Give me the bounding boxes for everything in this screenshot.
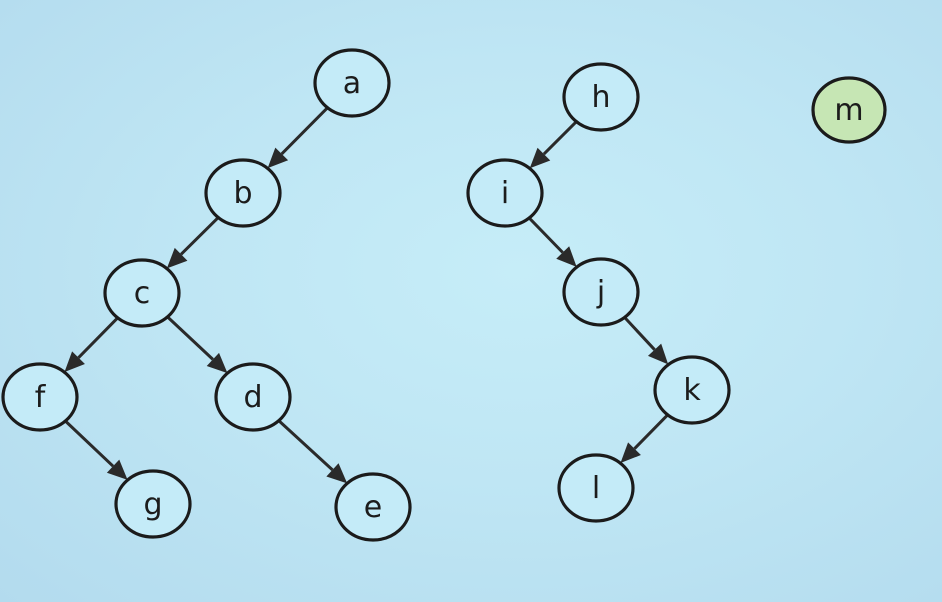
- node-label: f: [35, 380, 47, 415]
- node-circle: [562, 62, 640, 132]
- node-j: j: [562, 257, 640, 327]
- node-circle: [313, 48, 391, 118]
- node-circle: [811, 76, 887, 144]
- node-d: d: [214, 362, 292, 432]
- node-c: c: [103, 258, 181, 328]
- node-circle: [214, 362, 292, 432]
- node-circle: [103, 258, 181, 328]
- node-e: e: [334, 472, 412, 542]
- edge-f-g: [63, 419, 128, 480]
- edge-arrowhead: [166, 247, 188, 269]
- edge-arrowhead: [647, 343, 669, 365]
- node-label: k: [683, 373, 701, 408]
- edge-i-j: [527, 216, 577, 267]
- node-label: b: [233, 176, 252, 211]
- edge-c-d: [165, 315, 228, 374]
- edge-line: [180, 215, 220, 256]
- edges-layer: [63, 106, 670, 484]
- edge-k-l: [620, 413, 670, 463]
- node-circle: [1, 362, 79, 432]
- node-h: h: [562, 62, 640, 132]
- node-label: d: [243, 380, 262, 415]
- node-label: i: [501, 176, 509, 211]
- node-m: m: [811, 76, 887, 144]
- node-circle: [114, 469, 192, 539]
- node-circle: [562, 257, 640, 327]
- edge-d-e: [277, 418, 348, 484]
- node-label: j: [596, 275, 605, 310]
- edge-line: [527, 216, 564, 254]
- node-label: m: [834, 93, 863, 128]
- node-a: a: [313, 48, 391, 118]
- edge-line: [77, 316, 120, 359]
- node-circle: [334, 472, 412, 542]
- node-label: a: [343, 66, 361, 101]
- edge-c-f: [64, 316, 120, 373]
- edge-arrowhead: [267, 147, 289, 169]
- edge-line: [280, 106, 330, 155]
- edge-h-i: [529, 119, 579, 169]
- node-b: b: [204, 158, 282, 228]
- node-g: g: [114, 469, 192, 539]
- edge-arrowhead: [326, 463, 348, 484]
- node-circle: [466, 158, 544, 228]
- edge-line: [277, 418, 334, 471]
- edge-line: [165, 315, 214, 361]
- node-label: l: [592, 471, 600, 506]
- node-circle: [653, 355, 731, 425]
- edge-arrowhead: [556, 246, 577, 267]
- edge-a-b: [267, 106, 330, 169]
- node-circle: [557, 453, 635, 523]
- edge-line: [63, 419, 115, 468]
- edge-j-k: [623, 315, 669, 365]
- node-circle: [204, 158, 282, 228]
- node-label: e: [364, 490, 382, 525]
- edge-line: [633, 413, 670, 450]
- edge-arrowhead: [206, 352, 228, 374]
- node-l: l: [557, 453, 635, 523]
- edge-arrowhead: [620, 442, 641, 463]
- node-f: f: [1, 362, 79, 432]
- edge-line: [623, 315, 656, 351]
- edge-line: [542, 119, 579, 156]
- edge-arrowhead: [529, 147, 551, 169]
- node-i: i: [466, 158, 544, 228]
- edge-b-c: [166, 215, 220, 269]
- nodes-layer: a b c f d g e h i j k l m: [1, 48, 887, 542]
- edge-arrowhead: [64, 351, 85, 373]
- node-label: g: [143, 487, 162, 522]
- node-k: k: [653, 355, 731, 425]
- edge-arrowhead: [106, 459, 128, 480]
- node-label: c: [134, 276, 151, 311]
- node-label: h: [591, 80, 610, 115]
